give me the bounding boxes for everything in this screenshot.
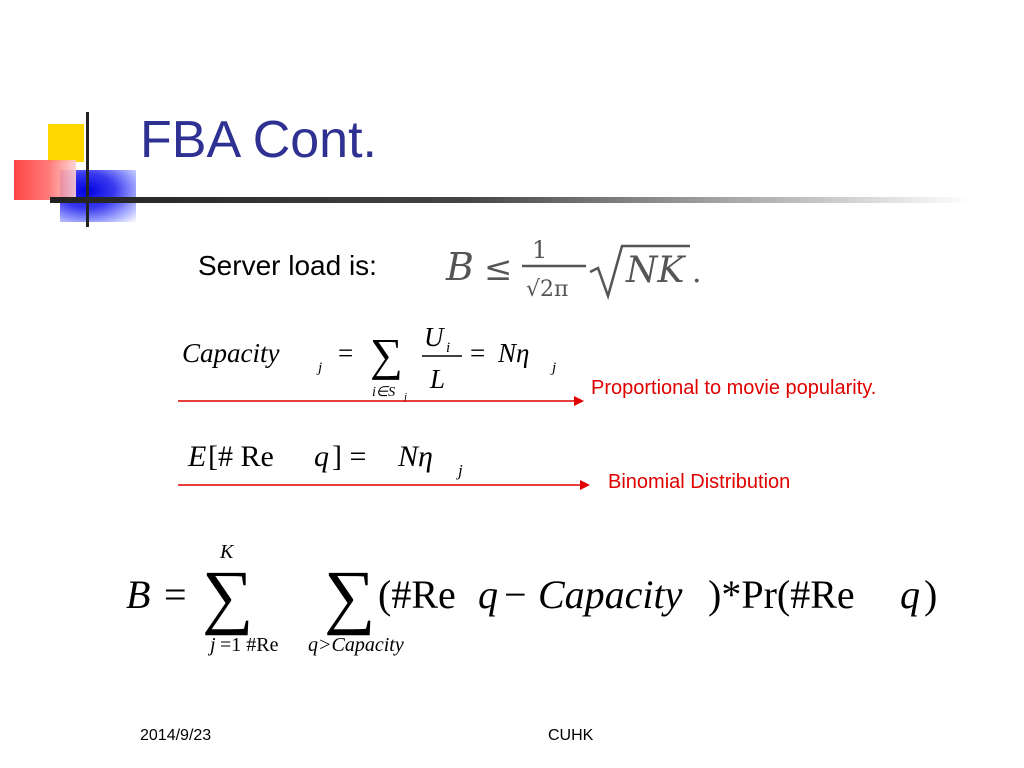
svg-text:j: j — [316, 360, 322, 376]
title-underline — [50, 197, 970, 203]
svg-text:NK: NK — [625, 250, 687, 291]
svg-text:−: − — [504, 572, 527, 617]
svg-text:j: j — [550, 360, 556, 376]
svg-text:): ) — [924, 572, 937, 617]
decor-vertical-line — [86, 112, 89, 227]
server-load-formula: B ≤ 1 √2π NK . — [445, 236, 702, 302]
svg-text:Capacity: Capacity — [182, 338, 279, 368]
svg-text:=: = — [470, 338, 485, 368]
svg-text:)*Pr(#Re: )*Pr(#Re — [708, 572, 855, 617]
svg-text:[# Re: [# Re — [208, 440, 274, 473]
arrow-binomial — [178, 480, 590, 490]
svg-text:q: q — [900, 572, 920, 617]
svg-text:q>Capacity: q>Capacity — [308, 634, 404, 656]
capacity-formula: Capacity j = ∑ i∈S j U i L = Nη j — [182, 322, 556, 402]
svg-text:1: 1 — [532, 236, 547, 264]
arrow-popularity — [178, 396, 584, 406]
server-load-label: Server load is: — [198, 250, 377, 281]
svg-text:B: B — [126, 572, 150, 617]
svg-text:=: = — [164, 572, 187, 617]
svg-text:q: q — [314, 440, 329, 473]
svg-text:j: j — [402, 391, 407, 402]
svg-text:≤: ≤ — [484, 249, 513, 289]
svg-text:Capacity: Capacity — [538, 572, 683, 617]
svg-text:K: K — [219, 541, 235, 563]
svg-text:B: B — [445, 245, 474, 289]
svg-text:=1 #Re: =1 #Re — [220, 634, 279, 656]
svg-text:E: E — [187, 440, 206, 473]
svg-text:∑: ∑ — [202, 556, 253, 636]
svg-text:U: U — [424, 322, 445, 352]
note-binomial: Binomial Distribution — [608, 471, 791, 493]
svg-text:∑: ∑ — [324, 556, 375, 636]
svg-text:q: q — [478, 572, 498, 617]
footer-center: CUHK — [548, 727, 594, 744]
decor-red-square — [14, 160, 76, 200]
expectation-formula: E [# Re q ] = Nη j — [187, 440, 463, 480]
footer-date: 2014/9/23 — [140, 727, 212, 744]
svg-text:=: = — [338, 338, 353, 368]
svg-text:Nη: Nη — [397, 440, 433, 473]
note-popularity: Proportional to movie popularity. — [591, 377, 877, 399]
svg-text:j: j — [207, 634, 216, 656]
svg-text:Nη: Nη — [497, 338, 529, 368]
svg-text:L: L — [429, 364, 445, 394]
svg-text:∑: ∑ — [370, 329, 403, 380]
slide-title: FBA Cont. — [140, 111, 377, 169]
svg-text:j: j — [456, 461, 463, 480]
server-load-sum-formula: B = ∑ K j =1 #Re q>Capacity ∑ (#Re q − C… — [126, 541, 937, 656]
svg-text:i: i — [446, 340, 450, 356]
decor-yellow-square — [48, 124, 84, 162]
svg-text:i∈S: i∈S — [372, 385, 395, 400]
svg-text:(#Re: (#Re — [378, 572, 456, 617]
svg-text:√2π: √2π — [526, 277, 568, 302]
svg-text:.: . — [692, 255, 702, 290]
svg-text:] =: ] = — [332, 440, 366, 473]
